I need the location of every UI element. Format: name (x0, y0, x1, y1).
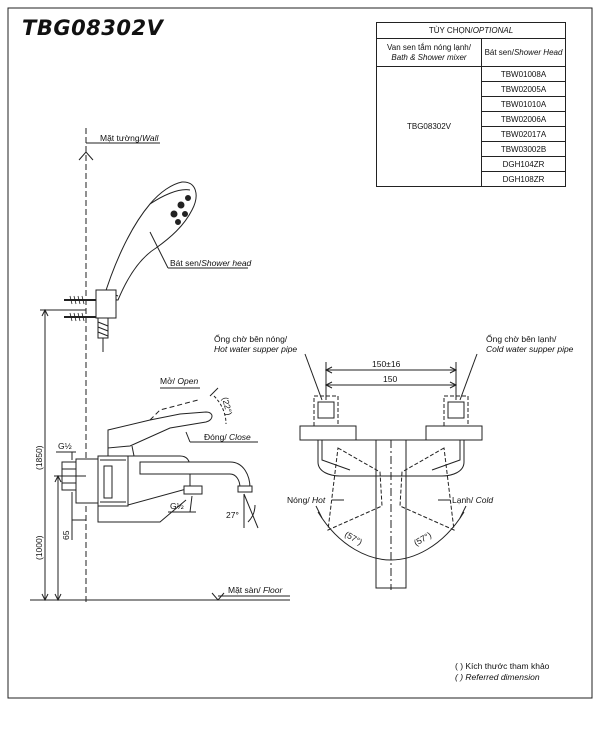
lever-angle-ticks (315, 505, 467, 519)
model-title: TBG08302V (22, 16, 164, 40)
hot-pipe-leader (304, 353, 323, 401)
floor-arrow (211, 592, 225, 601)
hot-label: Nóng/ Hot (287, 495, 326, 505)
body-detail-right (431, 440, 461, 471)
side-view (30, 128, 290, 605)
legend-line-vi: ( ) Kích thước tham khảo (455, 661, 550, 671)
mixer-body-side (61, 455, 253, 523)
lever-angle-label: (22°) (220, 396, 234, 417)
thread-label-1: G½ (58, 441, 72, 451)
cold-flange (425, 425, 483, 441)
hot-pipe-label-en: Hot water supper pipe (214, 344, 297, 354)
dim-arrows-150-16 (324, 366, 458, 374)
optional-header-vi: TÙY CHỌN/ (428, 26, 473, 35)
front-view (299, 353, 483, 590)
spout-angle-line (243, 493, 259, 529)
thread-leader-2-rise (189, 495, 193, 513)
lever-angle-tick (209, 387, 219, 397)
hot-pipe-label-vi: Ống chờ bên nóng/ (214, 333, 288, 344)
spacing-adj-label: 150±16 (372, 359, 401, 369)
legend-line-en: ( ) Referred dimension (455, 672, 540, 682)
height-total-label: (1850) (34, 445, 44, 470)
shower-head-label: Bát sen/Shower head (170, 258, 252, 268)
spout-angle-label: 27° (226, 510, 239, 520)
close-label: Đóng/ Close (204, 432, 251, 442)
cold-pipe-label-vi: Ống chờ bên lạnh/ (486, 333, 557, 344)
cold-pipe-leader (459, 353, 478, 401)
spacing-label: 150 (383, 374, 397, 384)
shower-bracket (95, 289, 117, 319)
wall-screws (64, 295, 96, 322)
offset-label: 65 (61, 530, 71, 540)
side-view-labels: Mặt tường/Wall Bát sen/Shower head Mở/ O… (34, 133, 284, 595)
lever-angle-arc (213, 395, 227, 425)
hot-flange (299, 425, 357, 441)
hot-pipe-fitting (317, 401, 335, 419)
cold-pipe-fitting (447, 401, 465, 419)
height-mixer-label: (1000) (34, 535, 44, 560)
legend: ( ) Kích thước tham khảo ( ) Referred di… (455, 661, 549, 683)
close-leader-tip (185, 431, 191, 443)
optional-header-en: OPTIONAL (472, 26, 514, 35)
lever-cold-position (399, 447, 455, 531)
shower-head (102, 181, 197, 301)
body-detail-left (321, 440, 351, 471)
col2-en: Shower Head (513, 47, 563, 57)
cold-label: Lạnh/ Cold (452, 495, 493, 505)
col1-en: Bath & Shower mixer (391, 52, 467, 62)
dim-arrows-150 (324, 381, 458, 389)
wall-arrow (78, 151, 94, 161)
cold-pipe-label-en: Cold water supper pipe (486, 344, 574, 354)
floor-label: Mặt sàn/ Floor (228, 585, 284, 595)
open-label: Mở/ Open (160, 376, 198, 386)
shower-hose (97, 317, 109, 352)
angle-hot-label: (57°) (343, 529, 364, 547)
angle-cold-label: (57°) (412, 530, 433, 548)
thread-label-2: G½ (170, 501, 184, 511)
lever-handle (107, 399, 213, 457)
shower-head-leader (149, 231, 169, 269)
shower-head-cell: DGH108ZR (481, 171, 566, 187)
col1-vi: Van sen tắm nóng lạnh/ (387, 42, 471, 52)
col2-vi: Bát sen/ (484, 47, 514, 57)
lever-hot-position (327, 447, 383, 531)
wall-label: Mặt tường/Wall (100, 133, 159, 143)
mixer-model-cell: TBG08302V (376, 66, 482, 187)
sheet-border (7, 7, 593, 699)
optional-table: TÙY CHỌN/OPTIONAL Van sen tắm nóng lạnh/… (376, 22, 566, 187)
col-header-mixer: Van sen tắm nóng lạnh/Bath & Shower mixe… (376, 38, 482, 67)
